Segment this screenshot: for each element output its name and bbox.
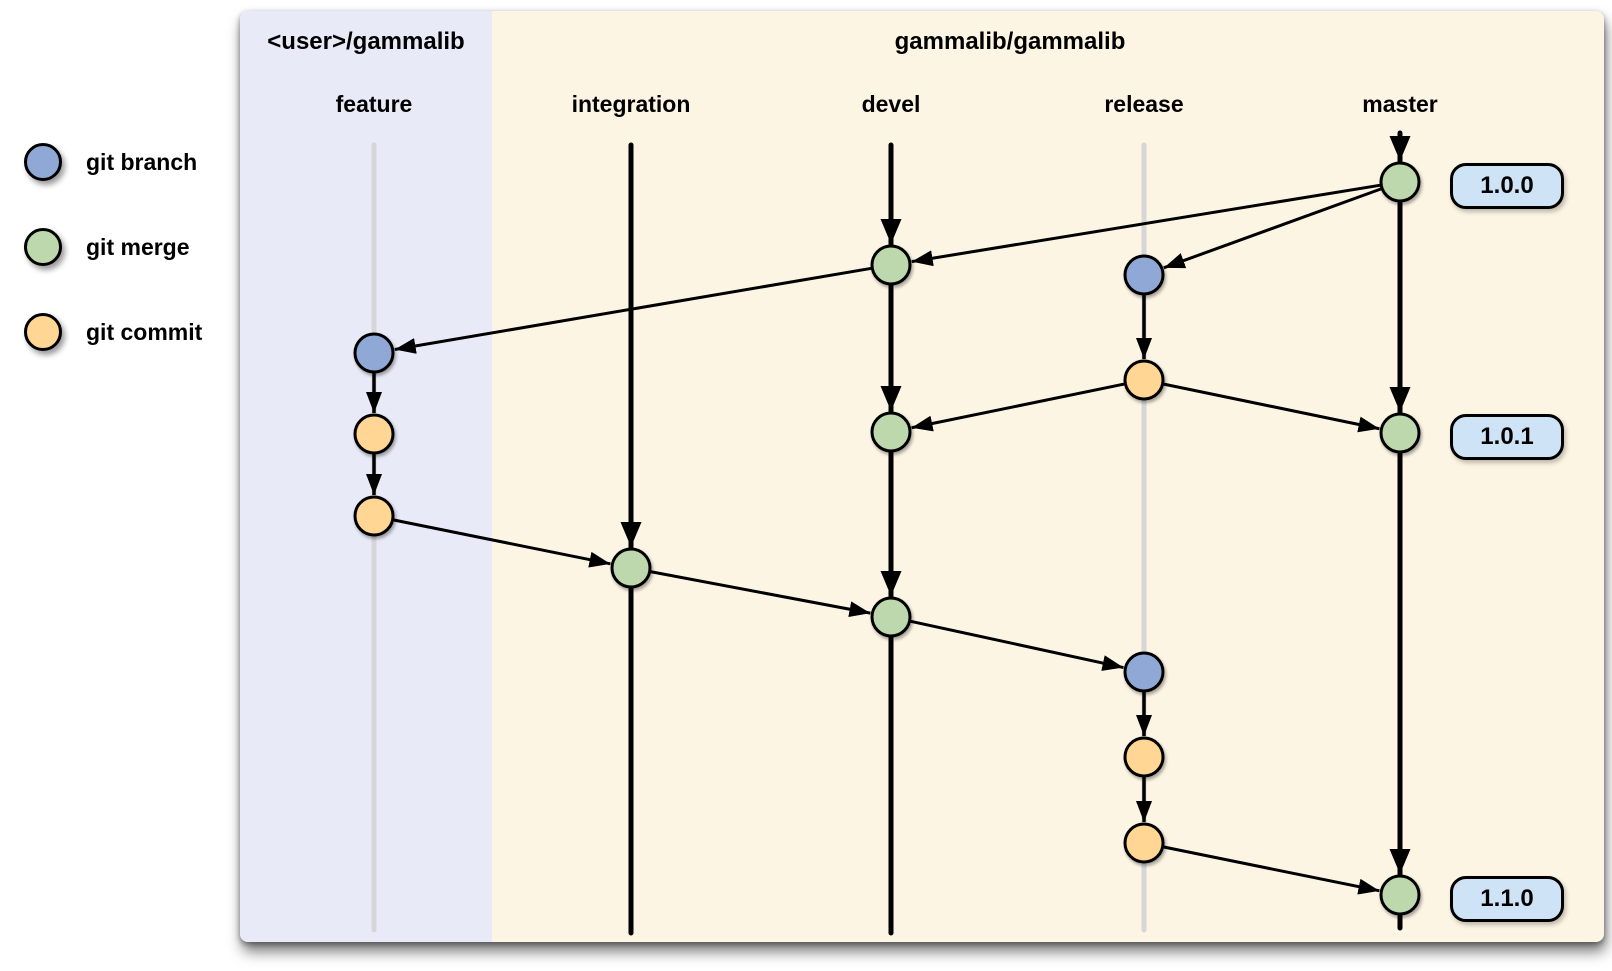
version-tag-1-1-0: 1.1.0 [1450, 876, 1564, 922]
branch-label-feature: feature [335, 91, 413, 117]
branch-label-integration: integration [571, 91, 691, 117]
legend-label-branch: git branch [86, 148, 198, 175]
legend-item-merge: git merge [24, 228, 190, 266]
legend-label-commit: git commit [86, 318, 203, 345]
commit-node-icon [24, 313, 62, 351]
upstream-repo-panel [240, 11, 1604, 942]
legend-item-branch: git branch [24, 143, 197, 181]
upstream-repo-title: gammalib/gammalib [894, 28, 1126, 55]
version-tag-1-0-1: 1.0.1 [1450, 414, 1564, 460]
merge-node-icon [24, 228, 62, 266]
branch-node-icon [24, 143, 62, 181]
branch-label-master: master [1362, 91, 1438, 117]
legend-label-merge: git merge [86, 233, 190, 260]
version-tag-1-0-0: 1.0.0 [1450, 163, 1564, 209]
branch-label-release: release [1104, 91, 1184, 117]
legend-item-commit: git commit [24, 313, 202, 351]
legend: git branch git merge git commit [0, 0, 230, 420]
fork-repo-title: <user>/gammalib [267, 28, 465, 55]
branch-label-devel: devel [861, 91, 921, 117]
fork-repo-panel [240, 11, 492, 942]
